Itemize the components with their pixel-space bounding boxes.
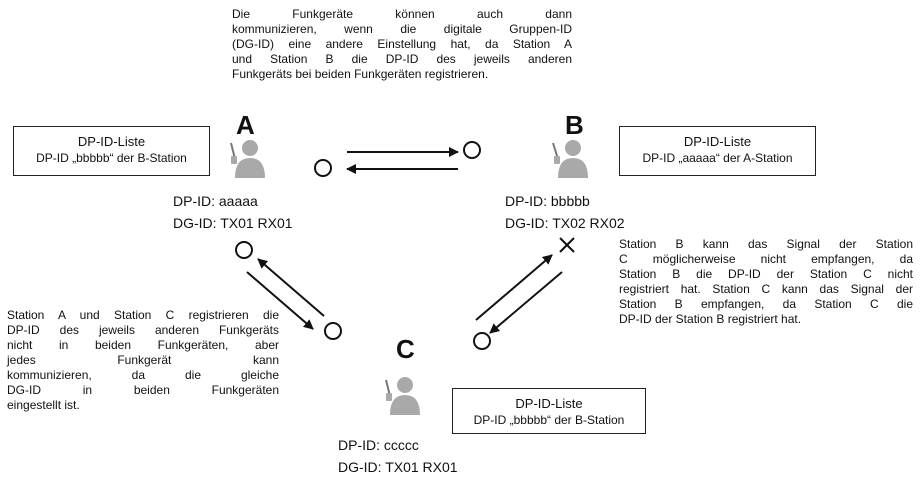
left-note-line: Station A und Station C registrieren die bbox=[7, 308, 279, 322]
station-c-ids: DP-ID: ccccc DG-ID: TX01 RX01 bbox=[338, 434, 458, 478]
top-note-line: kommunizieren, wenn die digitale Gruppen… bbox=[232, 22, 572, 36]
station-b-dp-id: DP-ID: bbbbb bbox=[505, 193, 590, 209]
top-note-line: Die Funkgeräte können auch dann bbox=[232, 7, 572, 21]
station-b-dp-id-list: DP-ID-Liste DP-ID „aaaaa“ der A-Station bbox=[619, 126, 816, 176]
list-title: DP-ID-Liste bbox=[683, 134, 752, 149]
person-icon-station-a bbox=[230, 140, 265, 178]
station-a-dp-id: DP-ID: aaaaa bbox=[173, 193, 258, 209]
left-note-line: eingestellt ist. bbox=[7, 398, 80, 412]
right-note-line: Station B kann das Signal der Station bbox=[619, 237, 913, 251]
top-note-line: Funkgeräts bei beiden Funkgeräten regist… bbox=[232, 67, 489, 81]
top-note-line: (DG-ID) eine andere Einstellung hat, da … bbox=[232, 37, 572, 51]
station-c-dp-id-list: DP-ID-Liste DP-ID „bbbbb“ der B-Station bbox=[452, 388, 646, 434]
arrows-a-c bbox=[246, 258, 325, 330]
right-note-line: registriert hat. Station C kann das Sign… bbox=[619, 282, 913, 296]
top-note-line: und Station B die DP-ID des jeweils ande… bbox=[232, 52, 572, 66]
reception-fail-cross bbox=[559, 237, 575, 253]
person-icon-station-b bbox=[552, 140, 588, 178]
station-a-dp-id-list: DP-ID-Liste DP-ID „bbbbb“ der B-Station bbox=[13, 126, 210, 176]
station-b-label: B bbox=[565, 110, 584, 140]
person-icon-station-c bbox=[385, 377, 420, 415]
arrows-a-b bbox=[346, 147, 459, 174]
list-title: DP-ID-Liste bbox=[77, 134, 146, 149]
left-note: Station A und Station C registrieren die… bbox=[7, 308, 279, 413]
station-a-ids: DP-ID: aaaaa DG-ID: TX01 RX01 bbox=[173, 190, 293, 234]
top-note: Die Funkgeräte können auch dann kommuniz… bbox=[232, 7, 572, 82]
list-entry: DP-ID „aaaaa“ der A-Station bbox=[642, 151, 793, 165]
station-b-ids: DP-ID: bbbbb DG-ID: TX02 RX02 bbox=[505, 190, 625, 234]
reception-ok-circle bbox=[463, 141, 481, 159]
left-note-line: nicht in beiden Funkgeräten, aber bbox=[7, 338, 279, 352]
list-entry: DP-ID „bbbbb“ der B-Station bbox=[36, 151, 187, 165]
left-note-line: DG-ID in beiden Funkgeräten bbox=[7, 383, 279, 397]
right-note: Station B kann das Signal der Station C … bbox=[619, 237, 913, 327]
list-entry: DP-ID „bbbbb“ der B-Station bbox=[473, 413, 625, 427]
right-note-line: Station B empfangen, da Station C die bbox=[619, 297, 913, 311]
station-c-dg-id: DG-ID: TX01 RX01 bbox=[338, 459, 458, 475]
reception-ok-circle bbox=[235, 241, 253, 259]
reception-ok-circle bbox=[314, 159, 332, 177]
right-note-line: DP-ID der Station B registriert hat. bbox=[619, 312, 802, 326]
arrows-b-c bbox=[475, 254, 563, 334]
station-b-dg-id: DG-ID: TX02 RX02 bbox=[505, 215, 625, 231]
list-title: DP-ID-Liste bbox=[515, 396, 583, 411]
left-note-line: jedes Funkgerät kann bbox=[7, 353, 279, 367]
right-note-line: Station B die DP-ID der Station C nicht bbox=[619, 267, 913, 281]
left-note-line: DP-ID des jeweils anderen Funkgeräts bbox=[7, 323, 279, 337]
station-c-label: C bbox=[396, 334, 415, 364]
station-a-label: A bbox=[236, 110, 255, 140]
reception-ok-circle bbox=[473, 332, 491, 350]
station-c-dp-id: DP-ID: ccccc bbox=[338, 437, 419, 453]
right-note-line: C möglicherweise nicht empfangen, da bbox=[619, 252, 913, 266]
station-a-dg-id: DG-ID: TX01 RX01 bbox=[173, 215, 293, 231]
reception-ok-circle bbox=[324, 322, 342, 340]
left-note-line: kommunizieren, da die gleiche bbox=[7, 368, 279, 382]
